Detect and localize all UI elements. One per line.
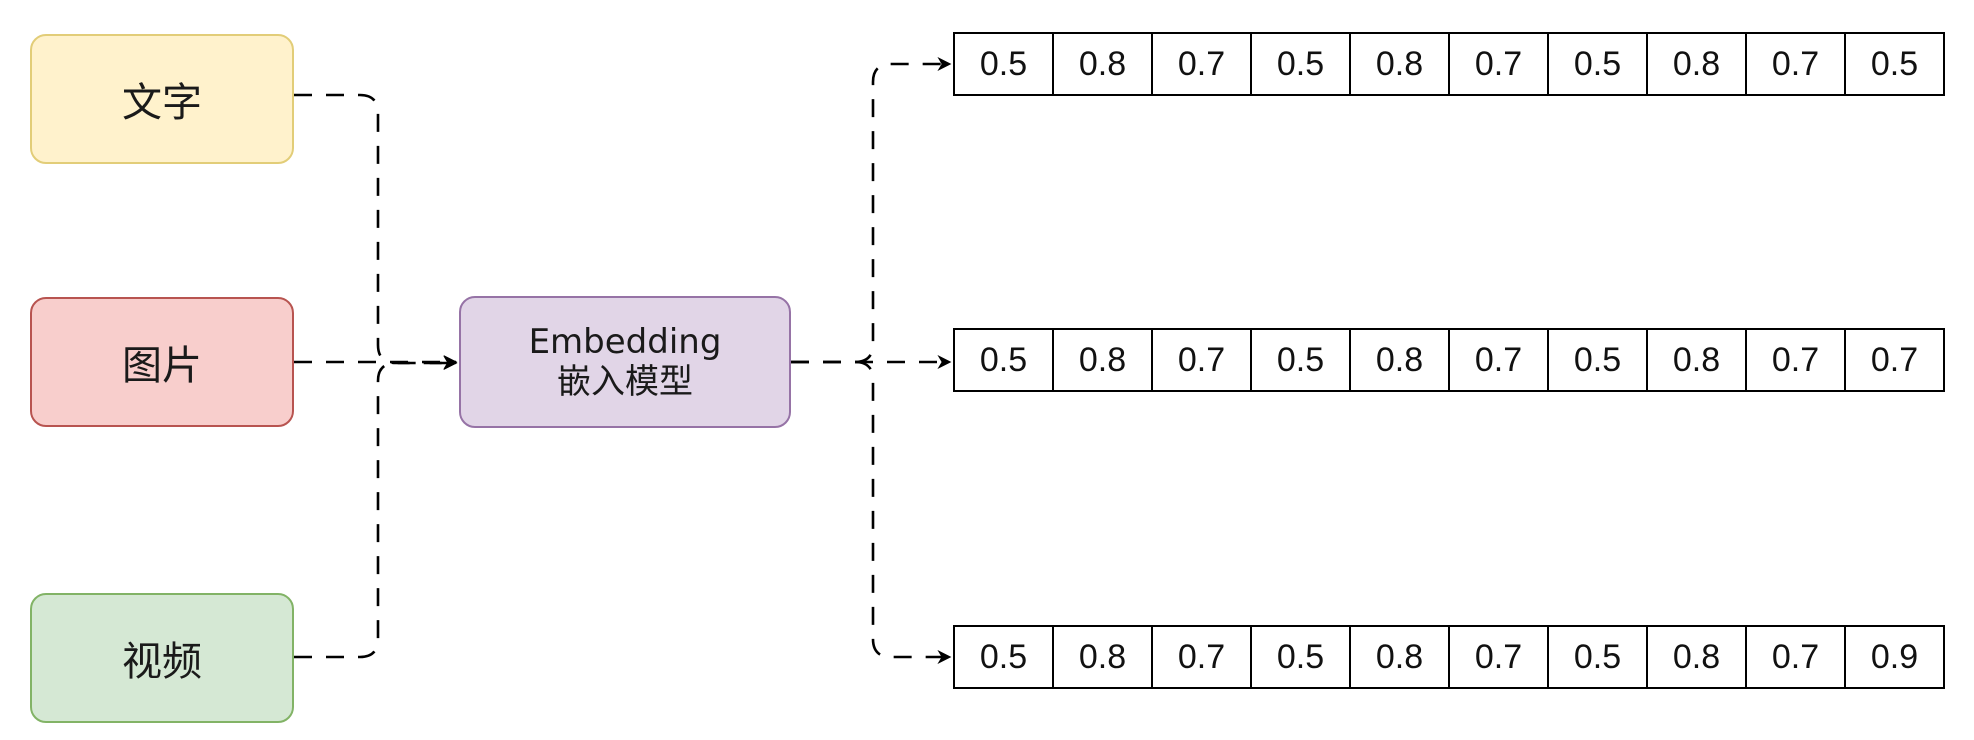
video-vector-row: 0.5 0.8 0.7 0.5 0.8 0.7 0.5 0.8 0.7 0.9 (953, 625, 1945, 689)
vector-cell: 0.8 (1351, 627, 1450, 687)
vector-cell: 0.8 (1648, 330, 1747, 390)
vector-cell: 0.8 (1351, 330, 1450, 390)
vector-cell: 0.5 (1252, 330, 1351, 390)
image-input-node: 图片 (30, 297, 294, 427)
vector-cell: 0.5 (955, 34, 1054, 94)
vector-cell: 0.8 (1054, 34, 1153, 94)
model-label-chinese: 嵌入模型 (557, 362, 693, 402)
text-vector-row: 0.5 0.8 0.7 0.5 0.8 0.7 0.5 0.8 0.7 0.5 (953, 32, 1945, 96)
vector-cell: 0.8 (1648, 34, 1747, 94)
vector-cell: 0.5 (1549, 627, 1648, 687)
image-vector-row: 0.5 0.8 0.7 0.5 0.8 0.7 0.5 0.8 0.7 0.7 (953, 328, 1945, 392)
vector-cell: 0.5 (1549, 34, 1648, 94)
vector-cell: 0.5 (955, 330, 1054, 390)
video-input-node: 视频 (30, 593, 294, 723)
image-input-label: 图片 (122, 343, 202, 389)
connector-text-to-model (294, 93, 458, 370)
vector-cell: 0.8 (1648, 627, 1747, 687)
video-input-label: 视频 (122, 639, 202, 685)
vector-cell: 0.7 (1450, 330, 1549, 390)
vector-cell: 0.5 (955, 627, 1054, 687)
connector-video-to-model (294, 356, 458, 659)
vector-cell: 0.5 (1549, 330, 1648, 390)
vector-cell: 0.7 (1153, 330, 1252, 390)
vector-cell: 0.7 (1846, 330, 1945, 390)
vector-cell: 0.8 (1054, 330, 1153, 390)
connector-model-to-vector-0 (791, 57, 952, 364)
model-label-english: Embedding (528, 322, 722, 362)
vector-cell: 0.5 (1252, 34, 1351, 94)
embedding-model-node: Embedding 嵌入模型 (459, 296, 791, 428)
text-input-label: 文字 (122, 80, 202, 126)
vector-cell: 0.8 (1054, 627, 1153, 687)
vector-cell: 0.7 (1450, 34, 1549, 94)
vector-cell: 0.7 (1747, 330, 1846, 390)
vector-cell: 0.5 (1846, 34, 1945, 94)
text-input-node: 文字 (30, 34, 294, 164)
vector-cell: 0.9 (1846, 627, 1945, 687)
vector-cell: 0.7 (1747, 627, 1846, 687)
connector-model-to-vector-2 (791, 360, 952, 664)
vector-cell: 0.8 (1351, 34, 1450, 94)
vector-cell: 0.7 (1747, 34, 1846, 94)
vector-cell: 0.7 (1153, 34, 1252, 94)
vector-cell: 0.7 (1450, 627, 1549, 687)
vector-cell: 0.7 (1153, 627, 1252, 687)
vector-cell: 0.5 (1252, 627, 1351, 687)
